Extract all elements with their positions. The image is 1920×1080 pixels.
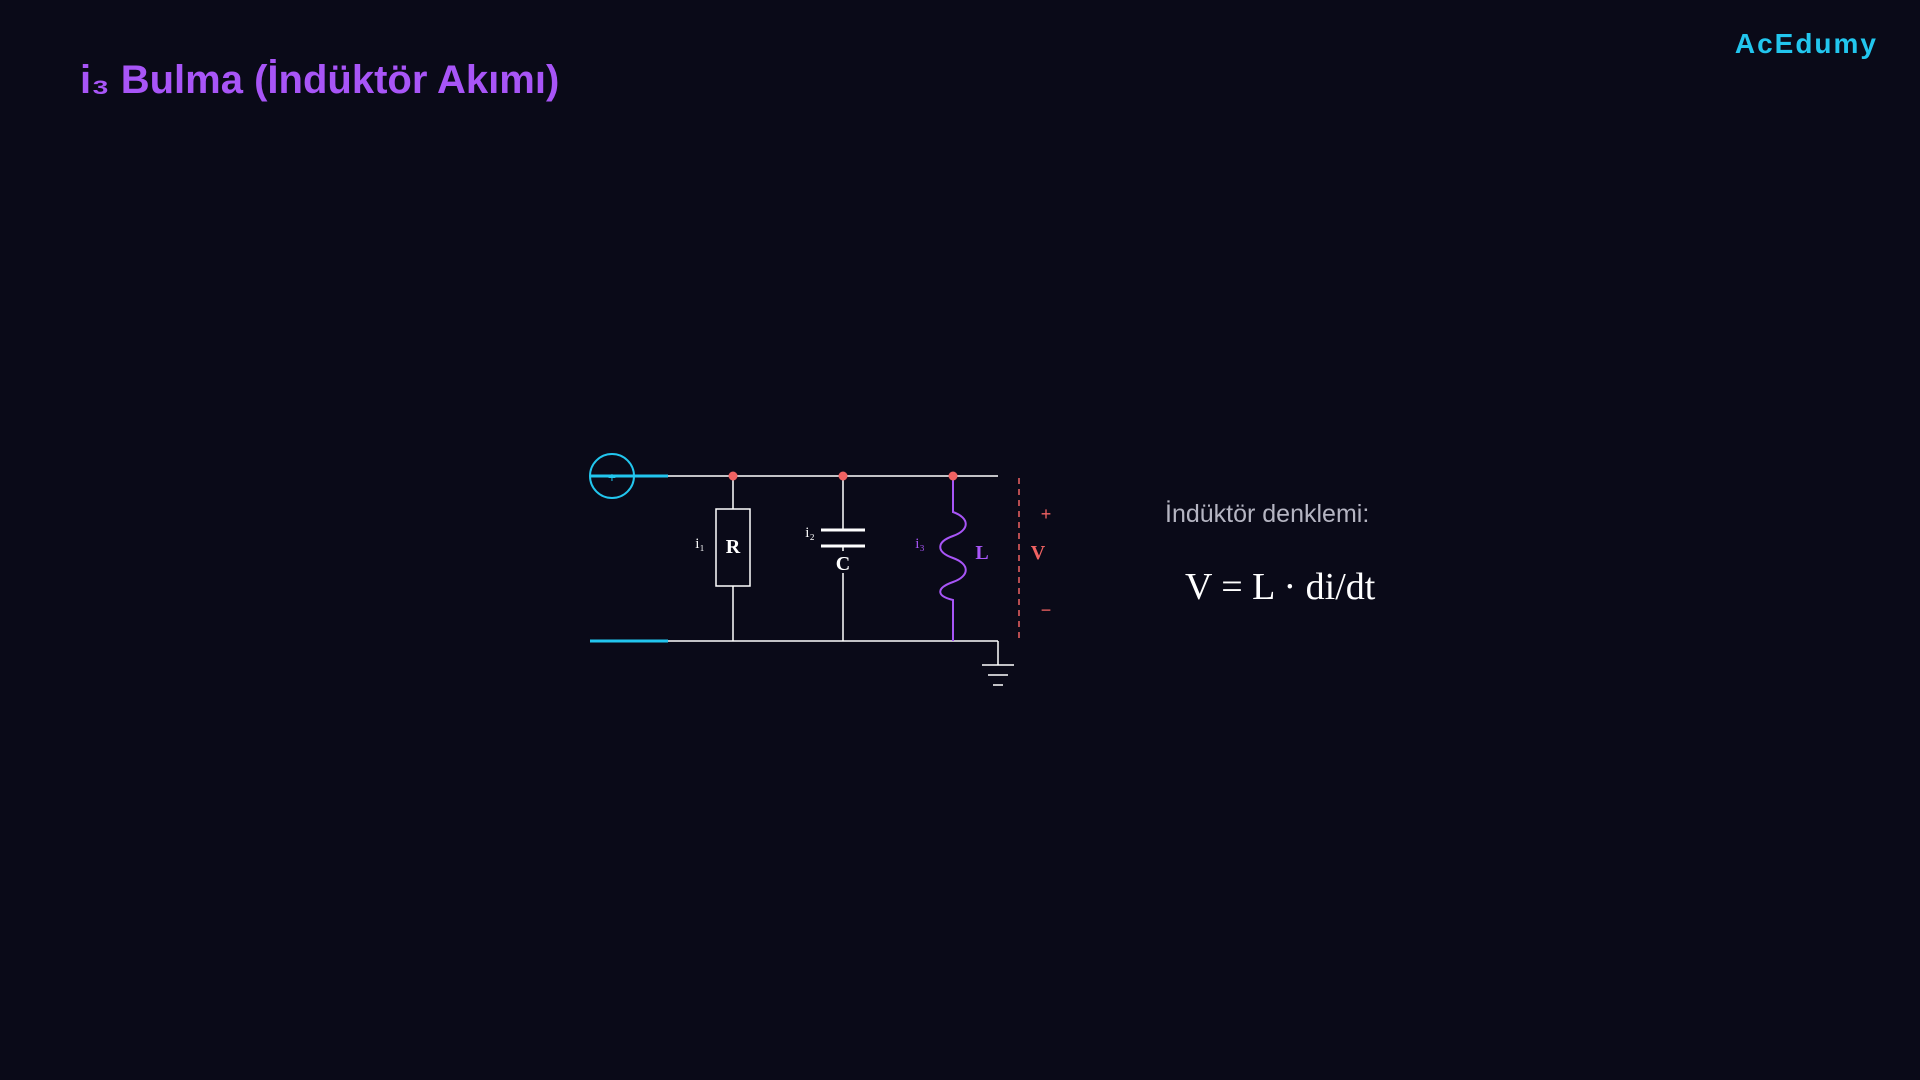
source-plus-sign: +: [608, 469, 616, 485]
page-title: i₃ Bulma (İndüktör Akımı): [80, 58, 560, 102]
capacitor-branch: C i₂: [805, 476, 865, 641]
voltage-minus-sign: −: [1041, 600, 1052, 620]
node-inductor: [948, 471, 958, 481]
node-resistor: [728, 471, 738, 481]
voltage-plus-sign: +: [1041, 504, 1052, 524]
inductor-coil: [939, 476, 967, 641]
resistor-branch: R i₁: [695, 476, 751, 641]
voltage-source: +: [589, 453, 668, 643]
voltage-label: V: [1031, 542, 1046, 564]
resistor-label: R: [726, 536, 741, 558]
current-i3-label: i₃: [915, 536, 924, 552]
ground-symbol: [982, 641, 1014, 686]
voltage-indicator: + V −: [1018, 478, 1052, 638]
inductor-branch: L i₃: [915, 476, 989, 641]
current-i1-label: i₁: [695, 536, 704, 552]
equation-label: İndüktör denklemi:: [1165, 500, 1370, 528]
inductor-label: L: [975, 542, 988, 564]
current-i2-label: i₂: [805, 525, 814, 541]
capacitor-label: C: [836, 553, 850, 575]
inductor-equation: V = L · di/dt: [1185, 566, 1376, 608]
node-capacitor: [838, 471, 848, 481]
brand-logo: AcEdumy: [1734, 28, 1878, 59]
